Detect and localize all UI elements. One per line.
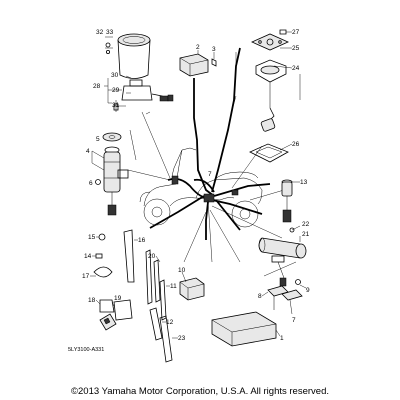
callout-16: 16 [138, 237, 146, 244]
callout-4: 4 [86, 148, 90, 155]
fuel-sender [249, 29, 293, 163]
callout-26: 26 [292, 141, 300, 148]
copyright-notice: ©2013 Yamaha Motor Corporation, U.S.A. A… [71, 386, 329, 397]
diagram-code: 5LY3100-A331 [68, 347, 105, 353]
callout-27: 27 [292, 29, 300, 36]
starter-motor [258, 225, 307, 287]
callout-20: 20 [148, 253, 156, 260]
callout-15: 15 [88, 234, 96, 241]
callout-31: 31 [112, 102, 120, 109]
callout-28: 28 [93, 83, 101, 90]
callout-24: 24 [292, 65, 300, 72]
callout-18: 18 [88, 297, 96, 304]
callout-25: 25 [292, 45, 300, 52]
callout-32: 32 [96, 29, 104, 36]
callout-22: 22 [302, 221, 310, 228]
callout-14: 14 [84, 253, 92, 260]
callout-13: 13 [300, 179, 308, 186]
callout-7: 7 [208, 171, 212, 178]
wire-harness [149, 47, 271, 240]
callout-23: 23 [178, 335, 186, 342]
callout-8: 8 [258, 293, 262, 300]
callout-19: 19 [114, 295, 122, 302]
callout-2: 2 [196, 44, 200, 51]
scooter-outline [139, 147, 263, 228]
ignition-switch [91, 132, 129, 216]
callout-labels: 1 2 3 4 5 6 7 7 8 9 10 11 12 13 14 15 16… [82, 29, 310, 342]
callout-17: 17 [82, 273, 90, 280]
callout-12: 12 [166, 319, 174, 326]
bracket-10 [179, 271, 205, 301]
callout-9: 9 [306, 287, 310, 294]
connection-lines [127, 52, 301, 277]
callout-6: 6 [89, 180, 93, 187]
callout-7b: 7 [292, 317, 296, 324]
callout-21: 21 [302, 231, 310, 238]
callout-10: 10 [178, 267, 186, 274]
callout-30: 30 [111, 72, 119, 79]
meter-assembly [104, 33, 174, 112]
callout-3: 3 [212, 46, 216, 53]
callout-33: 33 [106, 29, 114, 36]
callout-1: 1 [280, 335, 284, 342]
callout-5: 5 [96, 136, 100, 143]
relay-unit [179, 50, 217, 77]
connector-cluster [261, 279, 307, 315]
callout-29: 29 [112, 87, 120, 94]
callout-11: 11 [170, 283, 177, 290]
clamps-and-bands [90, 229, 178, 363]
cdi-unit [211, 311, 281, 347]
condenser-13 [281, 179, 300, 223]
